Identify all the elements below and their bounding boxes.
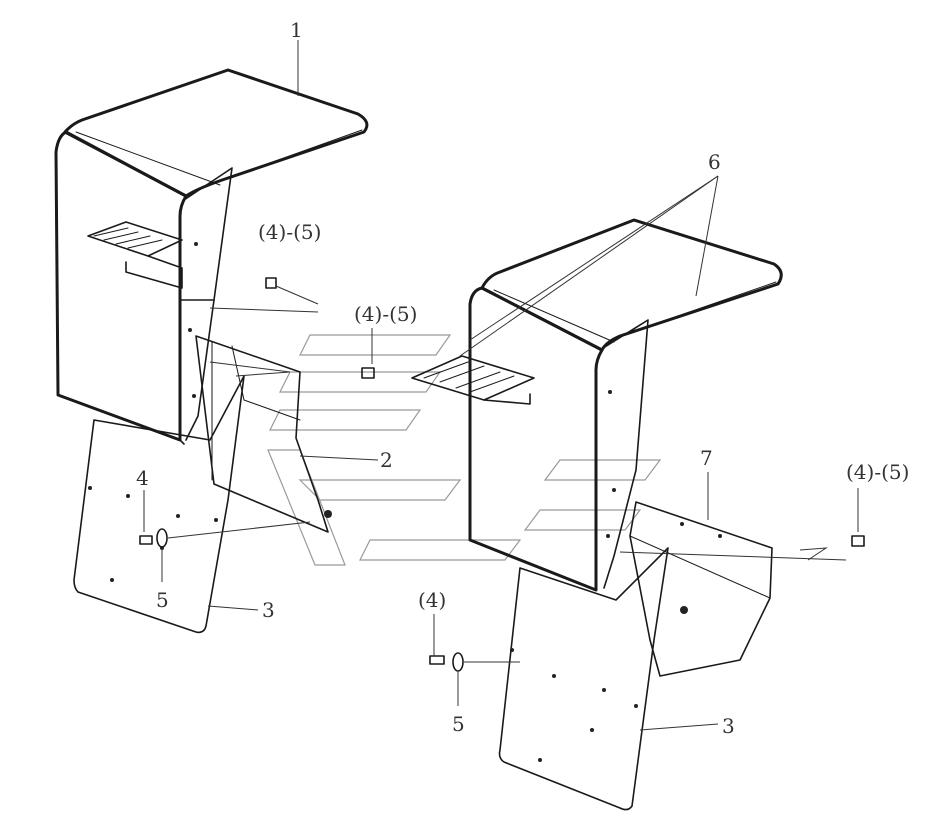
callout-5-right: 5 xyxy=(452,712,465,736)
callout-4-5-a: (4)-(5) xyxy=(258,220,322,244)
callout-1: 1 xyxy=(290,18,303,42)
callout-4-5-c: (4)-(5) xyxy=(846,460,910,484)
callout-6: 6 xyxy=(708,150,721,174)
right-fender xyxy=(411,218,783,592)
callout-2: 2 xyxy=(380,448,393,472)
right-bolt-washer xyxy=(429,652,520,672)
callout-5-left: 5 xyxy=(156,588,169,612)
callout-7: 7 xyxy=(700,446,713,470)
callout-3-right: 3 xyxy=(722,714,735,738)
callout-4: 4 xyxy=(136,466,149,490)
leader-lines xyxy=(143,40,859,731)
callout-4-5-b: (4)-(5) xyxy=(354,302,418,326)
callout-3-left: 3 xyxy=(262,598,275,622)
left-mudflap xyxy=(73,375,245,634)
support-bracket xyxy=(195,335,332,533)
right-mudflap xyxy=(498,547,669,811)
callout-4-paren: (4) xyxy=(418,588,447,612)
right-bracket xyxy=(629,501,773,677)
left-fender xyxy=(54,68,369,445)
small-bolts xyxy=(265,277,865,547)
left-bolt-washer xyxy=(139,521,311,548)
